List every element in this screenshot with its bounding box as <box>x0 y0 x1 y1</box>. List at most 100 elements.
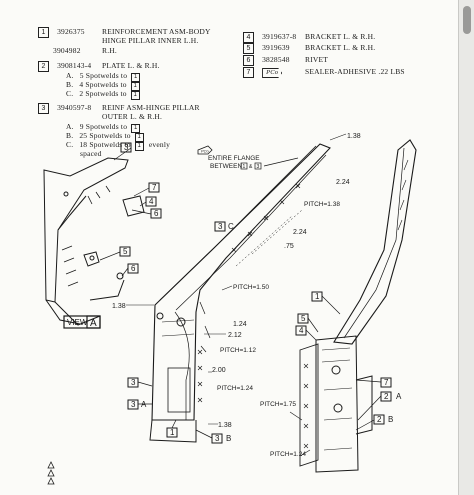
callout-label-7: 7 <box>152 183 157 192</box>
callout-label-3b: 3 <box>215 434 220 443</box>
callout-label-5: 5 <box>123 247 128 256</box>
outer-hinge-pillar-reinforcement <box>299 139 417 473</box>
legend-row-6: 6 3828548 RIVET <box>243 55 328 66</box>
legend-description: R.H. <box>102 46 117 55</box>
viewer-scrollbar[interactable] <box>458 0 474 495</box>
spotweld-text: 4 Spotwelds to <box>79 80 127 89</box>
pitch-124: PITCH=1.24 <box>217 385 253 392</box>
dim-224b: 2.24 <box>293 229 307 236</box>
spotweld-row: C. 2 Spotwelds to 1 <box>66 89 140 100</box>
callout-label-6b: 6 <box>131 264 136 273</box>
callout-label-5b: 5 <box>301 314 306 323</box>
left-reinforcement-sketch <box>43 157 145 326</box>
spotweld-row: C. 18 Spotwelds to 1 evenly <box>66 140 170 151</box>
callout-label-1: 1 <box>315 292 320 301</box>
parts-legend-right: 4 3919637-8 BRACKET L. & R.H. 5 3919639 … <box>243 32 455 82</box>
legend-description: RIVET <box>305 55 329 64</box>
spotweld-letter: A. <box>66 71 74 80</box>
spotweld-text: 25 Spotwelds to <box>79 131 131 140</box>
pitch-150: PITCH=1.50 <box>233 284 269 291</box>
callout-letter-c: C <box>228 222 234 231</box>
pitch-124b: PITCH=1.24 <box>270 451 306 458</box>
legend-row-1b: HINGE PILLAR INNER L.H. <box>102 36 198 45</box>
spotweld-letter: A. <box>66 122 74 131</box>
spotweld-text: 18 Spotwelds to <box>79 140 131 149</box>
spotweld-letter: C. <box>66 140 74 149</box>
spotweld-text: 2 Spotwelds to <box>79 89 127 98</box>
legend-part-number: 3828548 <box>262 55 290 64</box>
callout-letter-b2: B <box>226 434 231 443</box>
pitch-112: PITCH=1.12 <box>220 347 256 354</box>
callout-letter-a: A <box>396 392 402 401</box>
legend-description: HINGE PILLAR INNER L.H. <box>102 36 199 45</box>
dim-075: .75 <box>284 243 294 250</box>
entire-flange-text: ENTIRE FLANGE <box>208 155 260 162</box>
legend-row-5: 5 3919639 BRACKET L. & R.H. <box>243 43 375 54</box>
spotweld-row: B. 25 Spotwelds to 1 <box>66 131 144 142</box>
dimension-labels: 1.38 2.24 PITCH=1.38 2.24 .75 PITCH=1.50… <box>112 133 361 458</box>
between-text: BETWEEN <box>210 163 242 170</box>
scan-bottom-strip <box>0 487 458 495</box>
spotweld-letter: C. <box>66 89 74 98</box>
view-a-label: VIEW A <box>63 315 101 329</box>
callout-label-3d: 3 <box>131 378 136 387</box>
spotweld-row: spaced <box>80 149 102 158</box>
legend-num-box: 4 <box>243 32 254 43</box>
sealer-symbol: PCo <box>262 68 283 78</box>
legend-part-number: 3908143-4 <box>57 61 92 70</box>
spotweld-suffix: evenly <box>148 140 171 149</box>
dim-138c: 1.38 <box>218 422 232 429</box>
spotweld-letter: B. <box>66 80 74 89</box>
callout-label-3: 3 <box>124 143 129 152</box>
spotweld-text: 5 Spotwelds to <box>79 71 128 80</box>
spotweld-row: B. 4 Spotwelds to 1 <box>66 80 140 91</box>
callout-label-7b: 7 <box>384 378 389 387</box>
spotweld-ref-box: 1 <box>130 91 140 100</box>
legend-part-number: 3919637-8 <box>262 32 297 41</box>
legend-part-number: 3940597-8 <box>57 103 92 112</box>
dim-124: 1.24 <box>233 321 247 328</box>
legend-part-number: 3926375 <box>57 27 85 36</box>
scrollbar-thumb[interactable] <box>463 6 471 34</box>
callout-label-6: 6 <box>154 209 159 218</box>
entire-flange-callout: PCo ENTIRE FLANGE BETWEEN 1 & 3 <box>197 145 299 170</box>
legend-num-box: 2 <box>38 61 49 72</box>
callout-label-4b: 4 <box>299 326 304 335</box>
spotweld-row: A. 9 Spotwelds to 1 <box>66 122 141 133</box>
pillar-assembly-drawing: 3 7 4 6 5 6 VIEW A <box>43 133 417 485</box>
dim-200: 2.00 <box>212 367 226 374</box>
legend-row-4: 4 3919637-8 BRACKET L. & R.H. <box>243 32 375 43</box>
flange-ref-1: 1 <box>243 164 246 170</box>
flange-ref-3: 3 <box>257 164 260 170</box>
legend-description: REINF ASM-HINGE PILLAR <box>102 103 200 112</box>
legend-row-2: 2 3908143-4 PLATE L. & R.H. <box>38 61 159 72</box>
legend-row-1: 1 3926375 REINFORCEMENT ASM-BODY <box>38 27 210 38</box>
legend-num-box: 7 <box>243 67 254 78</box>
flange-ref-amp: & <box>249 164 253 170</box>
legend-description: SEALER-ADHESIVE .22 LBS <box>305 67 405 76</box>
dim-212: 2.12 <box>228 332 242 339</box>
pitch-175: PITCH=1.75 <box>260 401 296 408</box>
legend-row-3b: OUTER L. & R.H. <box>102 112 162 121</box>
view-label-text: VIEW <box>67 318 88 327</box>
legend-num-box: 1 <box>38 27 49 38</box>
legend-row-1c: 3904982 R.H. <box>53 46 117 55</box>
spotweld-row: A. 5 Spotwelds to 1 <box>66 71 141 82</box>
legend-description: BRACKET L. & R.H. <box>305 32 376 41</box>
spotweld-ref-box: 1 <box>130 82 140 91</box>
orientation-arrows <box>47 461 55 485</box>
legend-description: BRACKET L. & R.H. <box>305 43 376 52</box>
sealer-symbol-small: PCo <box>201 149 210 154</box>
legend-description: REINFORCEMENT ASM-BODY <box>102 27 211 36</box>
legend-row-7: 7 PCo SEALER-ADHESIVE .22 LBS <box>243 67 405 78</box>
spotweld-text: 9 Spotwelds to <box>79 122 128 131</box>
legend-description: PLATE L. & R.H. <box>102 61 160 70</box>
callout-label-2: 2 <box>384 392 389 401</box>
callout-label-3c: 3 <box>218 222 223 231</box>
parts-legend-left: 1 3926375 REINFORCEMENT ASM-BODY HINGE P… <box>38 27 238 158</box>
legend-part-number: 3904982 <box>53 46 81 55</box>
callout-label-1b: 1 <box>170 428 175 437</box>
view-letter: A <box>90 318 97 329</box>
callout-letter-b: B <box>388 415 393 424</box>
